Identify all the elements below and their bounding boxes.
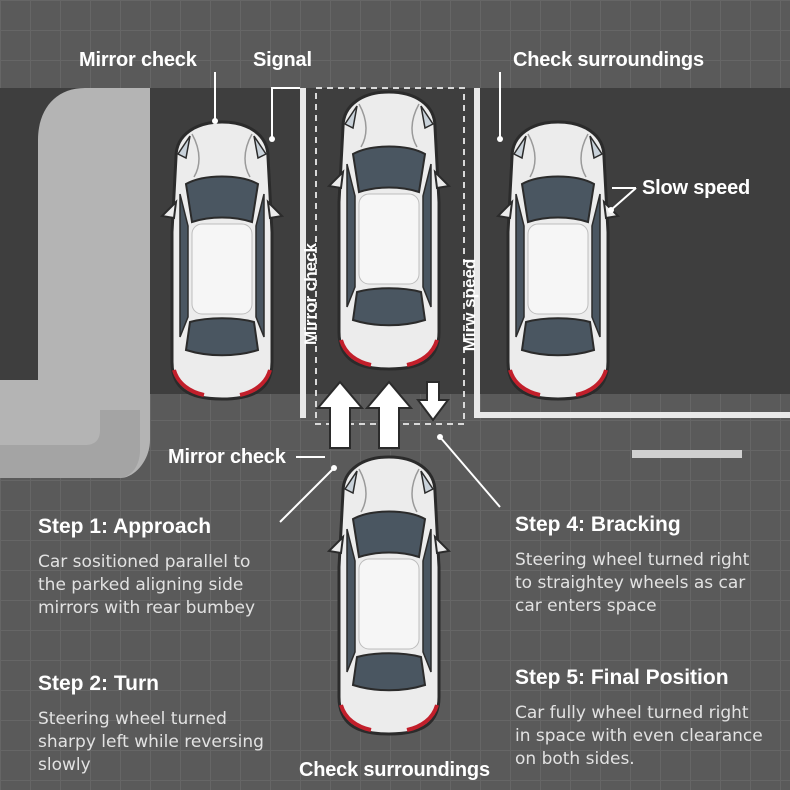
step-turn: Step 2: Turn Steering wheel turned sharp…	[38, 672, 308, 777]
step-final-position: Step 5: Final Position Car fully wheel t…	[515, 666, 785, 771]
slow-speed-label: Slow speed	[642, 177, 751, 199]
step-text: Steering wheel turned sharpy left while …	[38, 709, 264, 775]
bay-line-right	[474, 88, 480, 418]
car-icon	[327, 455, 451, 736]
curb	[0, 88, 150, 478]
mirror-check-vertical-label: Mirror check	[301, 242, 320, 346]
check-surroundings-label-top: Check surroundings	[513, 49, 704, 71]
arrow-down-icon	[416, 381, 450, 422]
mirror-check-label-mid: Mirror check	[168, 446, 286, 468]
bay-line-bottom	[474, 412, 790, 418]
step-bracking: Step 4: Bracking Steering wheel turned r…	[515, 513, 785, 618]
step-text: Car fully wheel turned right in space wi…	[515, 703, 763, 769]
leader-lines	[214, 72, 636, 523]
arrow-up-icon	[315, 380, 365, 449]
step-title: Step 4: Bracking	[515, 513, 681, 536]
mirror-check-label-top: Mirror check	[79, 49, 197, 71]
signal-label: Signal	[253, 49, 312, 71]
step-text: Steering wheel turned right to straighte…	[515, 550, 750, 616]
step-approach: Step 1: Approach Car sositioned parallel…	[38, 515, 308, 620]
step-title: Step 1: Approach	[38, 515, 212, 538]
road-marking	[632, 450, 742, 458]
bay-line-left	[300, 88, 306, 418]
step-text: Car sositioned parallel to the parked al…	[38, 552, 256, 618]
check-surroundings-label-bottom: Check surroundings	[299, 759, 490, 781]
car-icon	[160, 120, 284, 401]
car-icon	[327, 90, 451, 371]
step-title: Step 5: Final Position	[515, 666, 729, 689]
leader-dots	[212, 118, 614, 471]
car-icon	[496, 120, 620, 401]
mirror-speed-vertical-label: Mirw speed	[460, 258, 479, 352]
arrow-up-icon	[364, 380, 414, 449]
step-title: Step 2: Turn	[38, 672, 159, 695]
